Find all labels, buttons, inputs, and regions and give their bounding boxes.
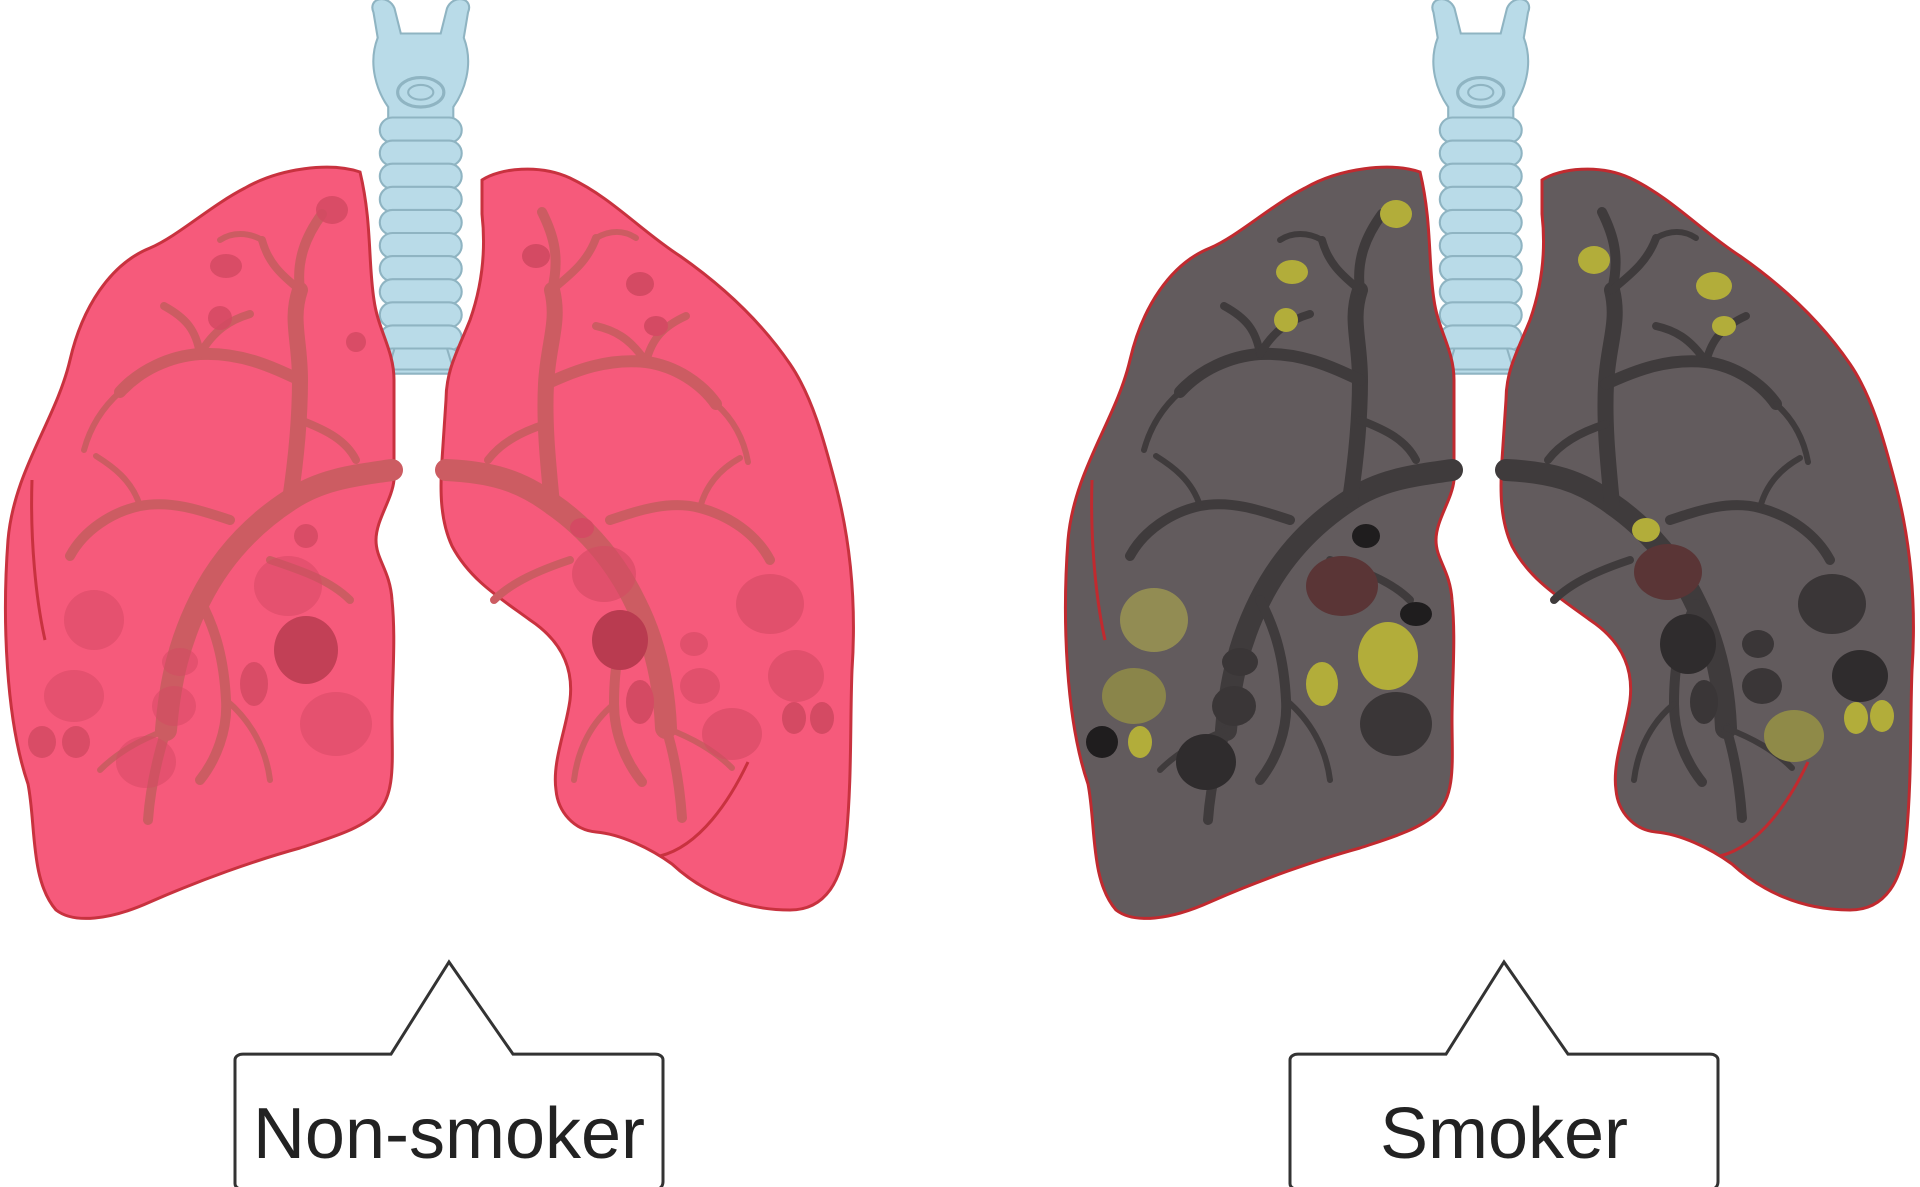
trachea-ring xyxy=(378,255,463,283)
trachea-ring xyxy=(1438,255,1523,283)
trachea-ring xyxy=(1438,208,1523,237)
alveoli-spots-right xyxy=(522,244,834,760)
trachea-ring xyxy=(1438,301,1523,329)
trachea-ring xyxy=(1438,116,1523,144)
trachea-ring xyxy=(1438,278,1523,306)
alveoli-spots xyxy=(1086,200,1432,790)
trachea-ring xyxy=(1438,162,1523,190)
trachea-ring xyxy=(378,116,463,144)
alveoli-spots-right xyxy=(1578,246,1894,762)
trachea-icon xyxy=(371,0,471,375)
lungs-icon xyxy=(3,165,855,920)
trachea-ring xyxy=(378,324,463,352)
trachea-ring xyxy=(378,208,463,237)
trachea-ring xyxy=(378,185,463,214)
trachea-icon xyxy=(1431,0,1531,375)
trachea-base xyxy=(1446,347,1515,371)
alveoli-spots xyxy=(28,196,372,788)
lungs-icon xyxy=(1063,165,1915,920)
non-smoker-callout: Non-smoker xyxy=(233,959,665,1187)
non-smoker-panel: Non-smoker xyxy=(3,0,855,1187)
smoker-label: Smoker xyxy=(1380,1094,1628,1174)
trachea-ring xyxy=(378,278,463,306)
trachea-ring xyxy=(1438,139,1523,167)
smoker-panel: Smoker xyxy=(1063,0,1915,1187)
trachea-ring xyxy=(1438,324,1523,352)
smoker-callout: Smoker xyxy=(1288,959,1720,1187)
trachea-ring xyxy=(378,231,463,260)
non-smoker-label: Non-smoker xyxy=(253,1094,645,1174)
trachea-base xyxy=(386,347,455,371)
trachea-ring xyxy=(1438,185,1523,214)
trachea-ring xyxy=(378,301,463,329)
trachea-ring xyxy=(378,139,463,167)
trachea-ring xyxy=(378,162,463,190)
trachea-ring xyxy=(1438,231,1523,260)
